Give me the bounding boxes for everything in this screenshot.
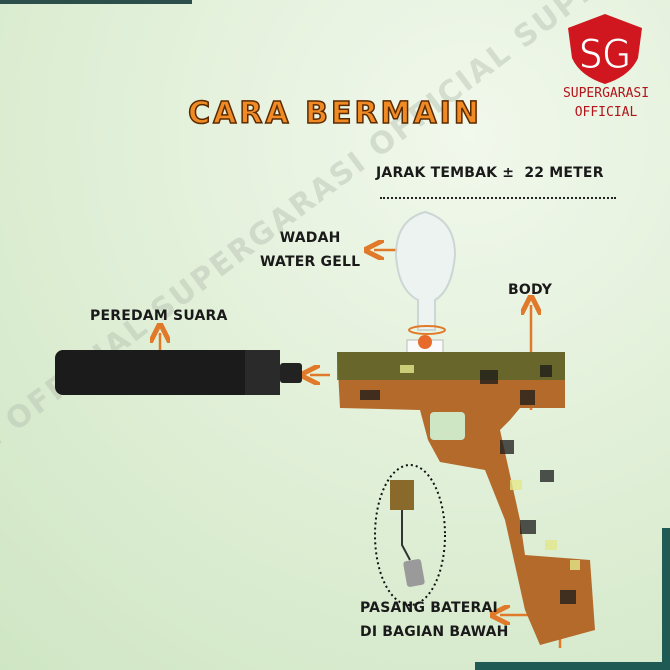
logo-line1: SUPERGARASI — [562, 86, 650, 101]
logo-line2: OFFICIAL — [574, 105, 638, 120]
frame-top-left — [0, 0, 192, 4]
range-label: JARAK TEMBAK ± 22 METER — [376, 165, 604, 181]
range-dotted-line — [380, 197, 616, 199]
svg-text:SG: SG — [579, 32, 631, 78]
silencer — [55, 350, 302, 395]
battery-callout — [374, 464, 446, 606]
battery-label: PASANG BATERAI DI BAGIAN BAWAH — [360, 600, 509, 640]
body-label: BODY — [508, 282, 553, 298]
logo-text: SUPERGARASI OFFICIAL — [543, 84, 669, 122]
frame-bottom-right — [475, 662, 670, 670]
frame-right — [662, 528, 670, 670]
container-label: WADAH WATER GELL — [260, 230, 361, 270]
logo-shield: SG — [568, 14, 642, 84]
water-gel-container — [394, 210, 457, 355]
silencer-label: PEREDAM SUARA — [90, 308, 228, 324]
gun-body — [337, 352, 595, 645]
page-title: CARA BERMAIN — [187, 95, 482, 132]
